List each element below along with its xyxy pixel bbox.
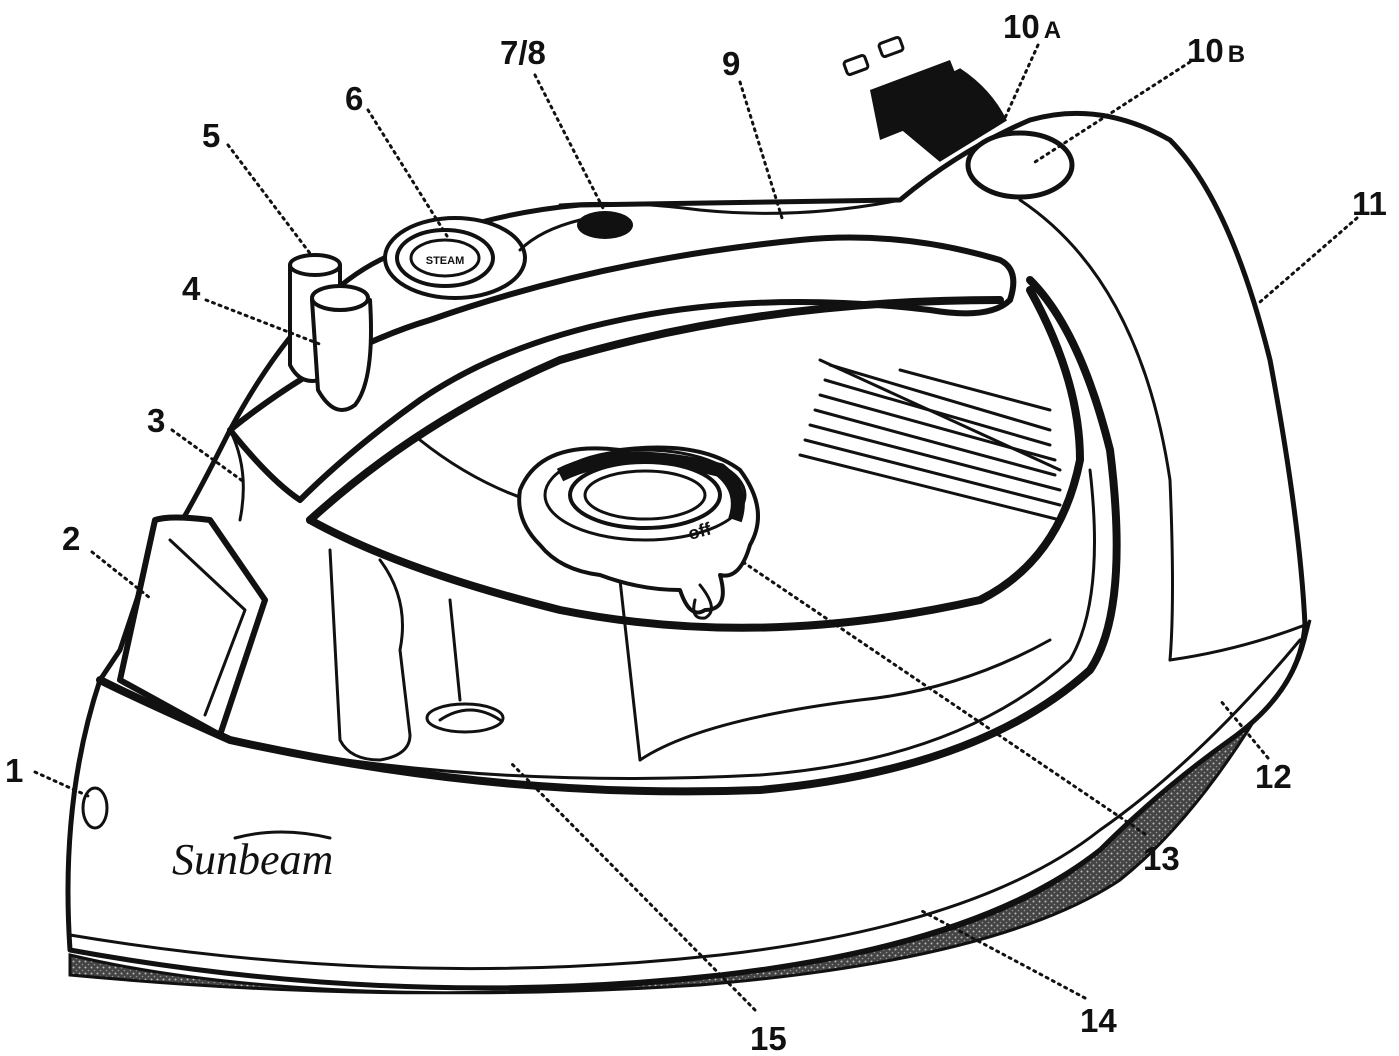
handle [227,234,1017,503]
leader-4 [204,298,324,347]
callout-1: 1 [5,752,23,789]
callout-12: 12 [1255,758,1292,795]
callout-11: 11 [1352,185,1387,222]
steam-label: STEAM [426,255,465,267]
leader-13 [738,558,1147,836]
leader-1 [33,770,90,798]
callout-5: 5 [202,117,220,154]
temperature-dial: off [517,445,760,620]
leader-6 [366,108,449,238]
leader-10a [1002,43,1040,122]
callout-6: 6 [345,80,363,117]
steam-dial: STEAM [383,216,527,300]
leader-11 [1258,216,1359,304]
callout-3: 3 [147,402,165,439]
callout-4: 4 [182,270,201,307]
front-indicator [81,786,109,830]
leader-2 [90,550,152,600]
leader-14 [918,908,1087,1000]
callout-14: 14 [1080,1002,1117,1039]
callout-13: 13 [1143,840,1180,877]
power-plug [842,36,1007,162]
callout-7-8: 7/8 [500,34,546,71]
fill-door [117,514,268,738]
callout-9: 9 [722,45,740,82]
spray-buttons [288,253,373,412]
leader-15 [508,760,757,1012]
leader-3 [170,428,246,484]
burst-button [577,211,633,239]
leader-9 [738,80,784,220]
leader-10b [1033,60,1192,164]
leader-7-8 [533,73,607,214]
brand-logo: Sunbeam [172,835,333,884]
callout-2: 2 [62,520,80,557]
leader-12 [1218,698,1270,760]
leader-5 [226,143,314,258]
callout-15: 15 [750,1020,787,1056]
leader-lines [33,43,1359,1012]
indicator-light [965,130,1075,200]
